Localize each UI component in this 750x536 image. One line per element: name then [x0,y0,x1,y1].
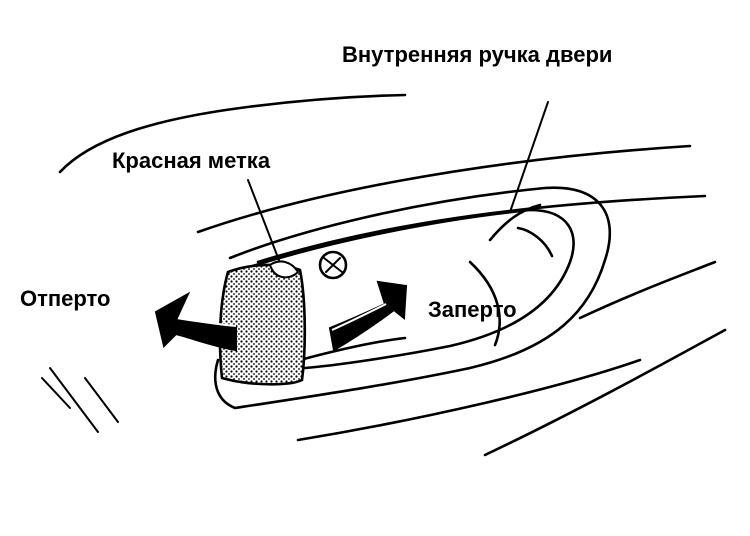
handle-leader-line [509,101,549,213]
red-mark-label: Красная метка [112,148,271,173]
door-panel-lines [41,93,727,457]
handle-recess [214,186,611,410]
unlocked-label: Отперто [20,286,111,311]
inner-door-handle-label: Внутренняя ручка двери [342,42,613,67]
locked-label: Заперто [428,297,517,322]
lock-knob [218,260,307,386]
lock-arrow-icon [328,280,408,352]
unlock-arrow-icon [154,291,237,352]
red-mark-indicator [268,260,300,279]
knob-screw [318,250,348,280]
mark-leader-line [247,179,283,269]
